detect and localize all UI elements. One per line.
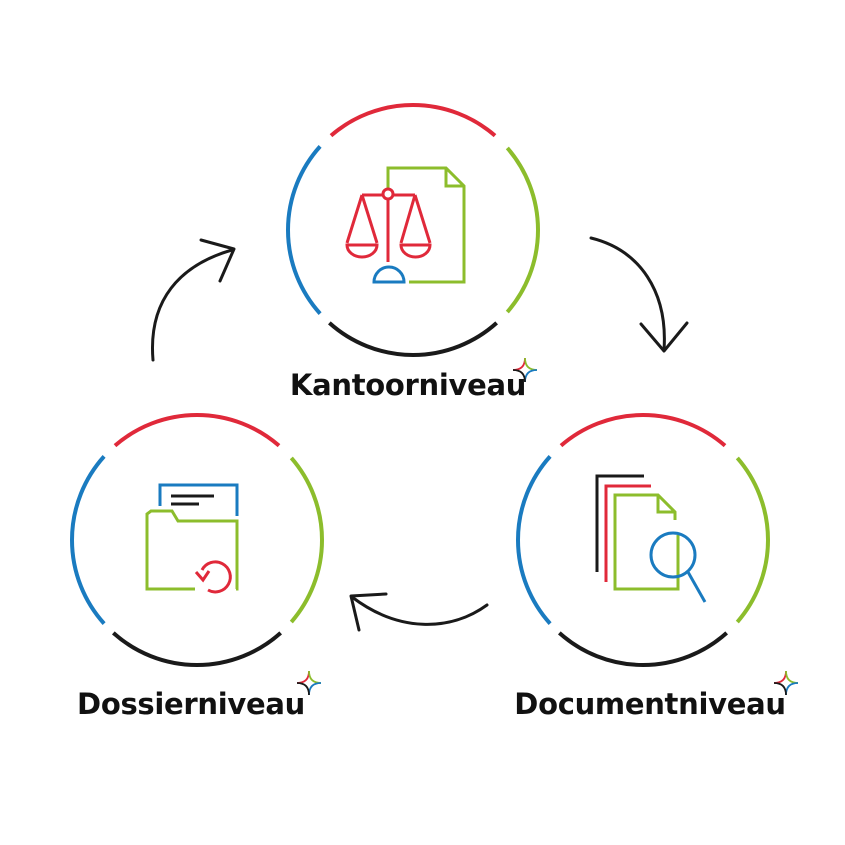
- node-label-dossierniveau: Dossierniveau: [77, 687, 305, 721]
- node-label-kantoorniveau: Kantoorniveau: [289, 368, 527, 402]
- ring-document: [516, 413, 770, 667]
- arrow-document-to-dossier: [349, 592, 489, 632]
- arrow-dossier-to-kantoor: [150, 238, 236, 362]
- folder-restore-icon: [145, 483, 239, 594]
- documents-magnifier-icon: [595, 474, 707, 603]
- scales-document-icon: [345, 166, 466, 284]
- ring-arc-red: [559, 413, 727, 448]
- sparkle-icon: [296, 670, 322, 696]
- ring-arc-green: [505, 146, 540, 314]
- ring-arc-red: [113, 413, 281, 448]
- node-label-documentniveau: Documentniveau: [514, 687, 786, 721]
- arrow-kantoor-to-document: [589, 236, 689, 353]
- ring-arc-black: [558, 631, 728, 667]
- ring-arc-green: [289, 456, 324, 624]
- ring-kantoor: [286, 103, 540, 357]
- ring-arc-green: [735, 456, 770, 624]
- ring-arc-blue: [286, 145, 322, 315]
- ring-arc-black: [328, 321, 498, 357]
- ring-arc-blue: [516, 455, 552, 625]
- ring-arc-blue: [70, 455, 106, 625]
- ring-dossier: [70, 413, 324, 667]
- ring-arc-red: [329, 103, 497, 138]
- ring-arc-black: [112, 631, 282, 667]
- sparkle-icon: [773, 670, 799, 696]
- sparkle-icon: [512, 357, 538, 383]
